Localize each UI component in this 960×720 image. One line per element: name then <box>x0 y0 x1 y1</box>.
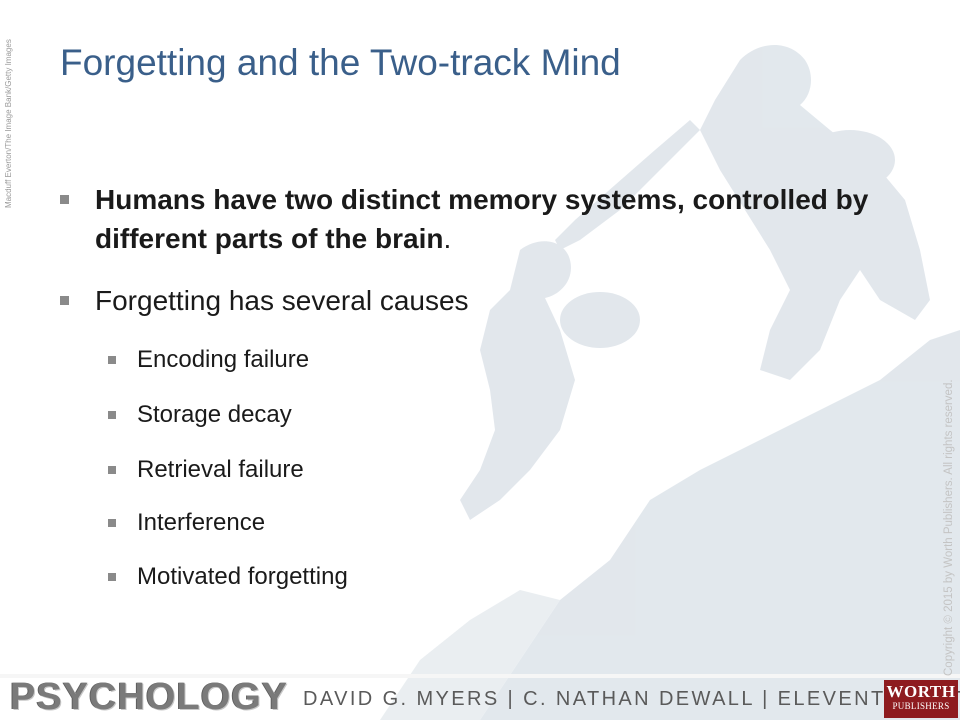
slide-title: Forgetting and the Two-track Mind <box>60 42 621 83</box>
sub-bullet-interference: Interference <box>108 508 265 538</box>
square-bullet-icon <box>60 296 69 305</box>
sub-bullet-storage-decay: Storage decay <box>108 400 292 430</box>
bullet-forgetting-causes: Forgetting has several causes <box>60 281 900 320</box>
square-bullet-icon <box>108 519 116 527</box>
bullet-text-tail: . <box>443 223 452 254</box>
publisher-logo-line1: WORTH <box>886 682 956 701</box>
authors-line: DAVID G. MYERS | C. NATHAN DEWALL | ELEV… <box>303 688 960 710</box>
bullet-memory-systems: Humans have two distinct memory systems,… <box>60 180 900 258</box>
sub-bullet-retrieval-failure: Retrieval failure <box>108 455 304 485</box>
sub-bullet-text: Encoding failure <box>137 346 310 373</box>
footer-divider <box>0 674 960 678</box>
square-bullet-icon <box>108 411 116 419</box>
sub-bullet-motivated-forgetting: Motivated forgetting <box>108 562 348 592</box>
square-bullet-icon <box>108 356 116 364</box>
square-bullet-icon <box>60 195 69 204</box>
publisher-logo: WORTH PUBLISHERS <box>884 680 958 718</box>
bullet-text-bold: Humans have two distinct memory systems,… <box>95 184 869 254</box>
bullet-text: Forgetting has several causes <box>95 285 469 316</box>
sub-bullet-encoding-failure: Encoding failure <box>108 345 309 375</box>
square-bullet-icon <box>108 573 116 581</box>
publisher-logo-line2: PUBLISHERS <box>892 701 950 711</box>
sub-bullet-text: Motivated forgetting <box>137 563 348 590</box>
square-bullet-icon <box>108 466 116 474</box>
book-logo: PSYCHOLOGY <box>10 676 289 718</box>
sub-bullet-text: Interference <box>137 509 266 536</box>
sub-bullet-text: Storage decay <box>137 401 292 428</box>
sub-bullet-text: Retrieval failure <box>137 456 304 483</box>
